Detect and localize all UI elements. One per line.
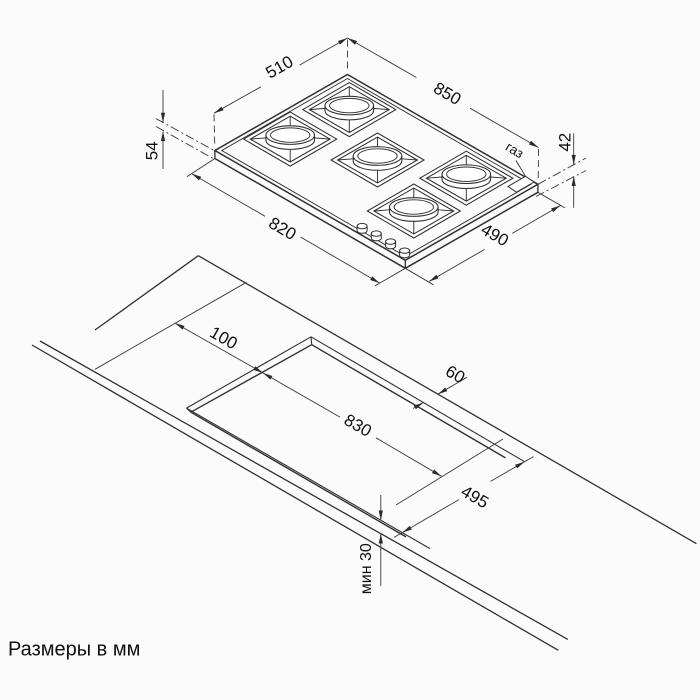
svg-text:Размеры в мм: Размеры в мм bbox=[8, 639, 140, 661]
svg-text:мин 30: мин 30 bbox=[358, 543, 375, 594]
svg-text:54: 54 bbox=[142, 141, 161, 160]
svg-text:42: 42 bbox=[555, 133, 574, 152]
